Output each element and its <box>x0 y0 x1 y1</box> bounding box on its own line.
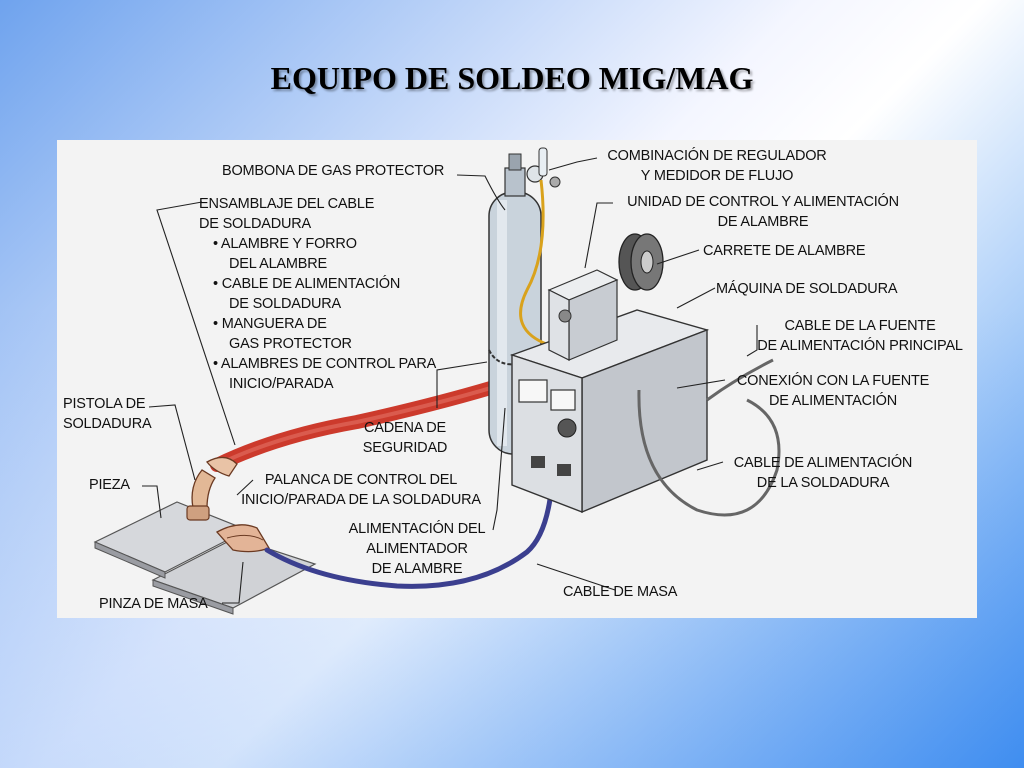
regulator-flowmeter <box>526 147 561 188</box>
label-feeder-line3: DE ALAMBRE <box>371 561 463 577</box>
wire-feeder-unit <box>547 269 619 361</box>
diagram-panel: BOMBONA DE GAS PROTECTOR COMBINACIÓN DE … <box>57 140 977 618</box>
assembly-item-5: • MANGUERA DE <box>213 316 327 332</box>
label-safety-chain-line2: SEGURIDAD <box>362 440 448 456</box>
label-power-cable-line2: DE LA SOLDADURA <box>756 475 890 491</box>
label-trigger-line1: PALANCA DE CONTROL DEL <box>264 472 458 488</box>
label-assembly-line2: DE SOLDADURA <box>199 216 312 232</box>
label-control-unit: UNIDAD DE CONTROL Y ALIMENTACIÓN DE ALAM… <box>613 192 913 232</box>
label-feeder-line1: ALIMENTACIÓN DEL <box>348 521 486 537</box>
label-cable-assembly: ENSAMBLAJE DEL CABLE DE SOLDADURA • ALAM… <box>199 194 436 394</box>
assembly-item-2: DEL ALAMBRE <box>229 256 327 272</box>
label-workpiece: PIEZA <box>89 477 130 493</box>
label-trigger: PALANCA DE CONTROL DEL INICIO/PARADA DE … <box>227 470 495 510</box>
label-power-cable: CABLE DE ALIMENTACIÓN DE LA SOLDADURA <box>721 453 925 493</box>
slide-title: EQUIPO DE SOLDEO MIG/MAG <box>270 60 754 96</box>
label-welding-gun: PISTOLA DE SOLDADURA <box>63 394 152 434</box>
welding-machine <box>509 309 710 514</box>
label-gas-cylinder: BOMBONA DE GAS PROTECTOR <box>222 163 445 179</box>
leader-lines <box>142 157 758 604</box>
assembly-item-3: • CABLE DE ALIMENTACIÓN <box>213 276 401 292</box>
label-gun-line1: PISTOLA DE <box>63 396 146 412</box>
ground-clamp <box>215 524 270 553</box>
label-safety-chain: CADENA DE SEGURIDAD <box>353 418 457 458</box>
label-power-connection-line1: CONEXIÓN CON LA FUENTE <box>736 373 930 389</box>
label-main-cable: CABLE DE LA FUENTE DE ALIMENTACIÓN PRINC… <box>747 316 973 356</box>
assembly-item-4: DE SOLDADURA <box>229 296 342 312</box>
wire-spool <box>618 233 664 291</box>
assembly-item-7: • ALAMBRES DE CONTROL PARA <box>213 356 437 372</box>
assembly-item-8: INICIO/PARADA <box>229 376 334 392</box>
label-wire-spool: CARRETE DE ALAMBRE <box>703 243 866 259</box>
label-wire-feeder-supply: ALIMENTACIÓN DEL ALIMENTADOR DE ALAMBRE <box>337 519 497 579</box>
label-ground-clamp: PINZA DE MASA <box>99 596 208 612</box>
label-trigger-line2: INICIO/PARADA DE LA SOLDADURA <box>241 492 481 508</box>
label-feeder-line2: ALIMENTADOR <box>366 541 468 557</box>
ground-cable-line <box>264 457 556 589</box>
label-regulator: COMBINACIÓN DE REGULADOR Y MEDIDOR DE FL… <box>597 146 837 186</box>
assembly-item-6: GAS PROTECTOR <box>229 336 352 352</box>
label-safety-chain-line1: CADENA DE <box>364 420 446 436</box>
label-main-cable-line1: CABLE DE LA FUENTE <box>784 318 936 334</box>
label-ground-cable: CABLE DE MASA <box>563 584 678 600</box>
label-control-unit-line1: UNIDAD DE CONTROL Y ALIMENTACIÓN <box>627 194 899 210</box>
label-gun-line2: SOLDADURA <box>63 416 152 432</box>
label-power-connection-line2: DE ALIMENTACIÓN <box>768 393 898 409</box>
label-power-cable-line1: CABLE DE ALIMENTACIÓN <box>733 455 913 471</box>
power-cable-loop <box>637 389 781 517</box>
mig-equipment-illustration <box>93 147 781 615</box>
label-regulator-line2: Y MEDIDOR DE FLUJO <box>640 168 794 184</box>
welding-gun <box>186 456 238 521</box>
label-control-unit-line2: DE ALAMBRE <box>717 214 809 230</box>
label-power-connection: CONEXIÓN CON LA FUENTE DE ALIMENTACIÓN <box>725 371 941 411</box>
label-regulator-line1: COMBINACIÓN DE REGULADOR <box>607 148 827 164</box>
assembly-item-1: • ALAMBRE Y FORRO <box>213 236 357 252</box>
label-welding-machine: MÁQUINA DE SOLDADURA <box>716 281 898 297</box>
label-assembly-line1: ENSAMBLAJE DEL CABLE <box>199 196 375 212</box>
label-main-cable-line2: DE ALIMENTACIÓN PRINCIPAL <box>757 338 963 354</box>
